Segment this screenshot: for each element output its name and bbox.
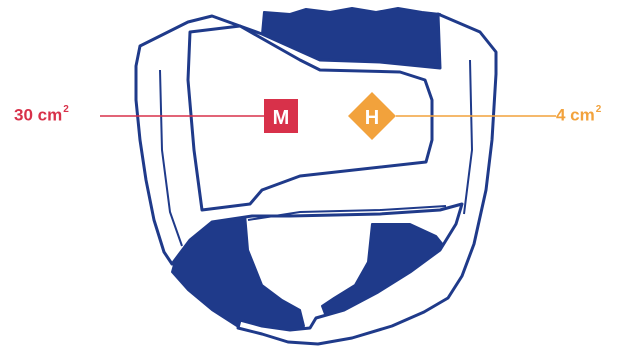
h-area-exponent: 2 <box>596 104 602 115</box>
m-area-value: 30 cm <box>14 106 62 125</box>
marker-m-letter: M <box>273 107 290 129</box>
m-area-label: 30 cm2 <box>14 100 69 128</box>
helmet-shell <box>136 14 496 344</box>
m-area-exponent: 2 <box>63 104 69 115</box>
marker-m: M <box>264 99 298 133</box>
h-area-value: 4 cm <box>556 106 595 125</box>
marker-h-letter: H <box>365 107 379 129</box>
h-area-label: 4 cm2 <box>556 100 601 128</box>
